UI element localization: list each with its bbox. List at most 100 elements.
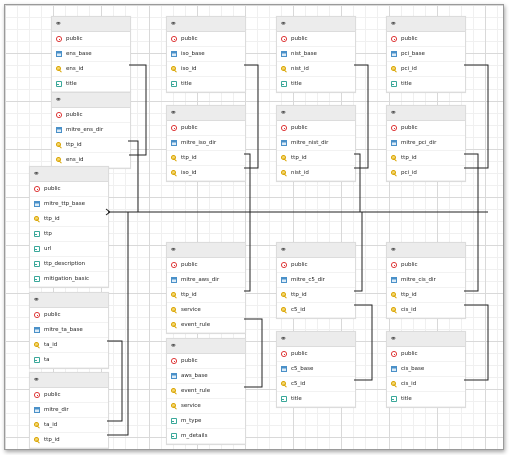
column-row[interactable]: ttp_id	[387, 151, 465, 166]
column-row[interactable]: service	[167, 399, 245, 414]
column-row[interactable]: ta_id	[30, 418, 108, 433]
column-row[interactable]: m_type	[167, 414, 245, 429]
schema-row[interactable]: public	[277, 32, 355, 47]
table-name-row[interactable]: mitre_c5_dir	[277, 273, 355, 288]
table-header[interactable]: ⚭	[167, 17, 245, 32]
column-row[interactable]: mitigation_basic	[30, 272, 108, 287]
column-row[interactable]: url	[30, 242, 108, 257]
column-row[interactable]: ttp_id	[30, 212, 108, 227]
column-row[interactable]: iso_id	[167, 166, 245, 181]
column-row[interactable]: m_details	[167, 429, 245, 444]
table-header[interactable]: ⚭	[387, 332, 465, 347]
column-row[interactable]: cis_id	[387, 377, 465, 392]
column-row[interactable]: title	[277, 392, 355, 407]
column-row[interactable]: ttp_id	[277, 288, 355, 303]
schema-row[interactable]: public	[277, 258, 355, 273]
column-row[interactable]: ttp	[30, 227, 108, 242]
table-name-row[interactable]: mitre_cis_dir	[387, 273, 465, 288]
table-name-row[interactable]: mitre_ttp_base	[30, 197, 108, 212]
column-row[interactable]: ens_id	[52, 62, 130, 77]
schema-row[interactable]: public	[277, 121, 355, 136]
column-row[interactable]: ta_id	[30, 338, 108, 353]
table-header[interactable]: ⚭	[30, 167, 108, 182]
table-header[interactable]: ⚭	[387, 106, 465, 121]
column-row[interactable]: c5_id	[277, 377, 355, 392]
table-header[interactable]: ⚭	[52, 17, 130, 32]
table-name-row[interactable]: aws_base	[167, 369, 245, 384]
table-header[interactable]: ⚭	[277, 106, 355, 121]
table-header[interactable]: ⚭	[52, 93, 130, 108]
table-name-row[interactable]: pci_base	[387, 47, 465, 62]
schema-row[interactable]: public	[30, 182, 108, 197]
schema-row[interactable]: public	[167, 258, 245, 273]
table-name-row[interactable]: mitre_dir	[30, 403, 108, 418]
schema-row[interactable]: public	[30, 308, 108, 323]
column-row[interactable]: title	[277, 77, 355, 92]
column-row[interactable]: event_rule	[167, 384, 245, 399]
schema-row[interactable]: public	[167, 32, 245, 47]
table-header[interactable]: ⚭	[387, 17, 465, 32]
table-name-row[interactable]: mitre_pci_dir	[387, 136, 465, 151]
column-row[interactable]: ttp_id	[167, 288, 245, 303]
column-row[interactable]: nist_id	[277, 62, 355, 77]
column-row[interactable]: title	[387, 77, 465, 92]
table-name-row[interactable]: mitre_ta_base	[30, 323, 108, 338]
table-name-row[interactable]: nist_base	[277, 47, 355, 62]
column-row[interactable]: title	[167, 77, 245, 92]
table-name-row[interactable]: cis_base	[387, 362, 465, 377]
schema-row[interactable]: public	[387, 258, 465, 273]
table-name-row[interactable]: mitre_iso_dir	[167, 136, 245, 151]
schema-row[interactable]: public	[387, 32, 465, 47]
column-row[interactable]: cis_id	[387, 303, 465, 318]
schema-row[interactable]: public	[52, 108, 130, 123]
column-row[interactable]: ttp_id	[277, 151, 355, 166]
column-row[interactable]: ttp_id	[30, 433, 108, 448]
column-row[interactable]: iso_id	[167, 62, 245, 77]
column-row[interactable]: pci_id	[387, 62, 465, 77]
column-row[interactable]: ttp_description	[30, 257, 108, 272]
schema-row[interactable]: public	[167, 354, 245, 369]
table-name-row[interactable]: ens_base	[52, 47, 130, 62]
table-name-row[interactable]: mitre_ens_dir	[52, 123, 130, 138]
column-row[interactable]: event_rule	[167, 318, 245, 333]
schema-row[interactable]: public	[30, 388, 108, 403]
table-header[interactable]: ⚭	[167, 106, 245, 121]
schema-row[interactable]: public	[387, 121, 465, 136]
column-row[interactable]: ttp_id	[167, 151, 245, 166]
column-row[interactable]: ttp_id	[387, 288, 465, 303]
schema-row[interactable]: public	[277, 347, 355, 362]
column-row[interactable]: nist_id	[277, 166, 355, 181]
column-row[interactable]: title	[52, 77, 130, 92]
table-header[interactable]: ⚭	[277, 332, 355, 347]
table-header[interactable]: ⚭	[30, 373, 108, 388]
table-name-row[interactable]: mitre_nist_dir	[277, 136, 355, 151]
column-row[interactable]: ta	[30, 353, 108, 368]
column-row[interactable]: title	[387, 392, 465, 407]
table-header[interactable]: ⚭	[277, 243, 355, 258]
schema-row[interactable]: public	[387, 347, 465, 362]
table-name-row[interactable]: c5_base	[277, 362, 355, 377]
column-row[interactable]: service	[167, 303, 245, 318]
column-row[interactable]: c5_id	[277, 303, 355, 318]
table-name-row[interactable]: iso_base	[167, 47, 245, 62]
table-header[interactable]: ⚭	[30, 293, 108, 308]
schema-row[interactable]: public	[52, 32, 130, 47]
table-name-row[interactable]: mitre_aws_dir	[167, 273, 245, 288]
